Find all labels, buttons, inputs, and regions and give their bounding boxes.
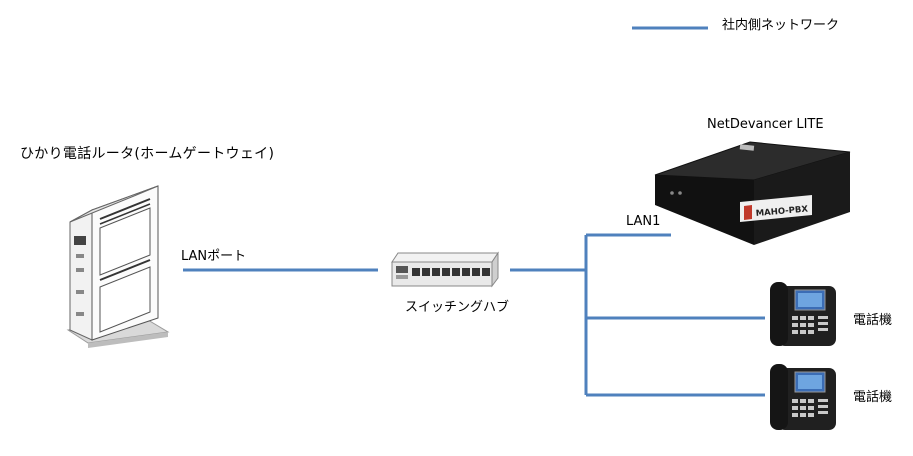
router-device [66, 185, 170, 348]
phone-2-label: 電話機 [853, 390, 893, 405]
legend-label: 社内側ネットワーク [722, 18, 840, 33]
router-title: ひかり電話ルータ(ホームゲートウェイ) [20, 146, 275, 162]
switching-hub-device [391, 251, 499, 288]
network-lines [183, 233, 765, 397]
phone-2-device [770, 364, 836, 430]
router-port-label: LANポート [181, 249, 247, 264]
pbx-port-label: LAN1 [626, 214, 661, 229]
hub-label: スイッチングハブ [405, 300, 510, 315]
phone-1-label: 電話機 [853, 313, 893, 328]
pbx-badge: MAHO-PBX [755, 204, 808, 219]
phone-1-device [770, 282, 836, 346]
pbx-device: MAHO-PBX [654, 141, 851, 245]
pbx-title: NetDevancer LITE [707, 117, 824, 132]
